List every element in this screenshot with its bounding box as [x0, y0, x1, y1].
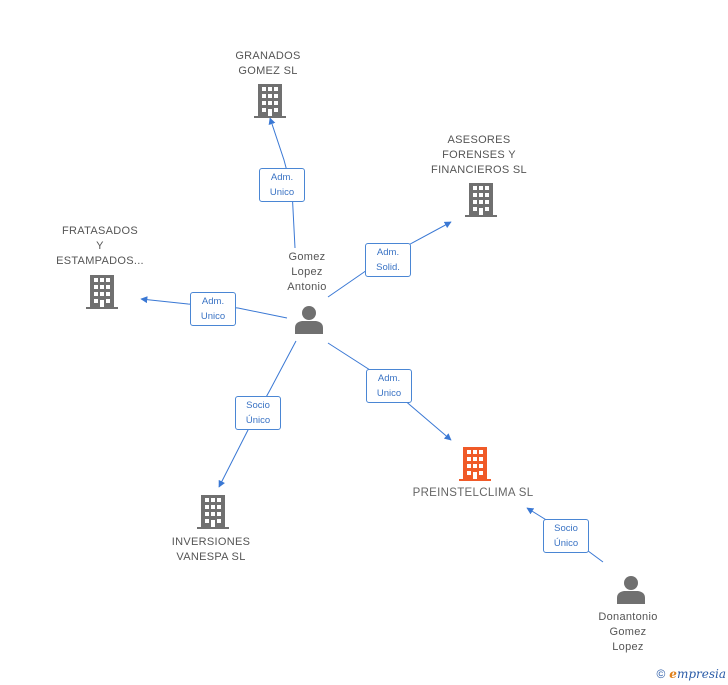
- edge-label-to-fratasados: Adm. Unico: [190, 292, 236, 326]
- edge-label-to-asesores: Adm. Solid.: [365, 243, 411, 277]
- copyright-icon: ©: [656, 667, 666, 681]
- node-label-donantonio[interactable]: Donantonio Gomez Lopez: [598, 611, 658, 653]
- building-icon: [254, 84, 286, 118]
- building-icon-highlighted: [459, 447, 491, 481]
- building-icon: [465, 183, 497, 217]
- person-icon: [295, 306, 323, 334]
- edge-label-to-granados: Adm. Unico: [259, 168, 305, 202]
- edge-label-donantonio-to-preinstelclima: Socio Único: [543, 519, 589, 553]
- edge-label-to-inversiones: Socio Único: [235, 396, 281, 430]
- footer-brand[interactable]: ©empresia: [656, 667, 726, 681]
- brand-logo: empresia: [669, 667, 726, 681]
- person-icon: [617, 576, 645, 604]
- building-icon: [86, 275, 118, 309]
- node-label-preinstelclima[interactable]: PREINSTELCLIMA SL: [412, 487, 534, 499]
- node-label-center-person[interactable]: Gomez Lopez Antonio: [287, 251, 327, 293]
- building-icon: [197, 495, 229, 529]
- node-label-asesores[interactable]: ASESORES FORENSES Y FINANCIEROS SL: [431, 134, 527, 176]
- node-label-inversiones[interactable]: INVERSIONES VANESPA SL: [171, 536, 251, 563]
- edge-label-to-preinstelclima: Adm. Unico: [366, 369, 412, 403]
- node-label-granados[interactable]: GRANADOS GOMEZ SL: [235, 50, 301, 77]
- node-label-fratasados[interactable]: FRATASADOS Y ESTAMPADOS...: [56, 225, 144, 267]
